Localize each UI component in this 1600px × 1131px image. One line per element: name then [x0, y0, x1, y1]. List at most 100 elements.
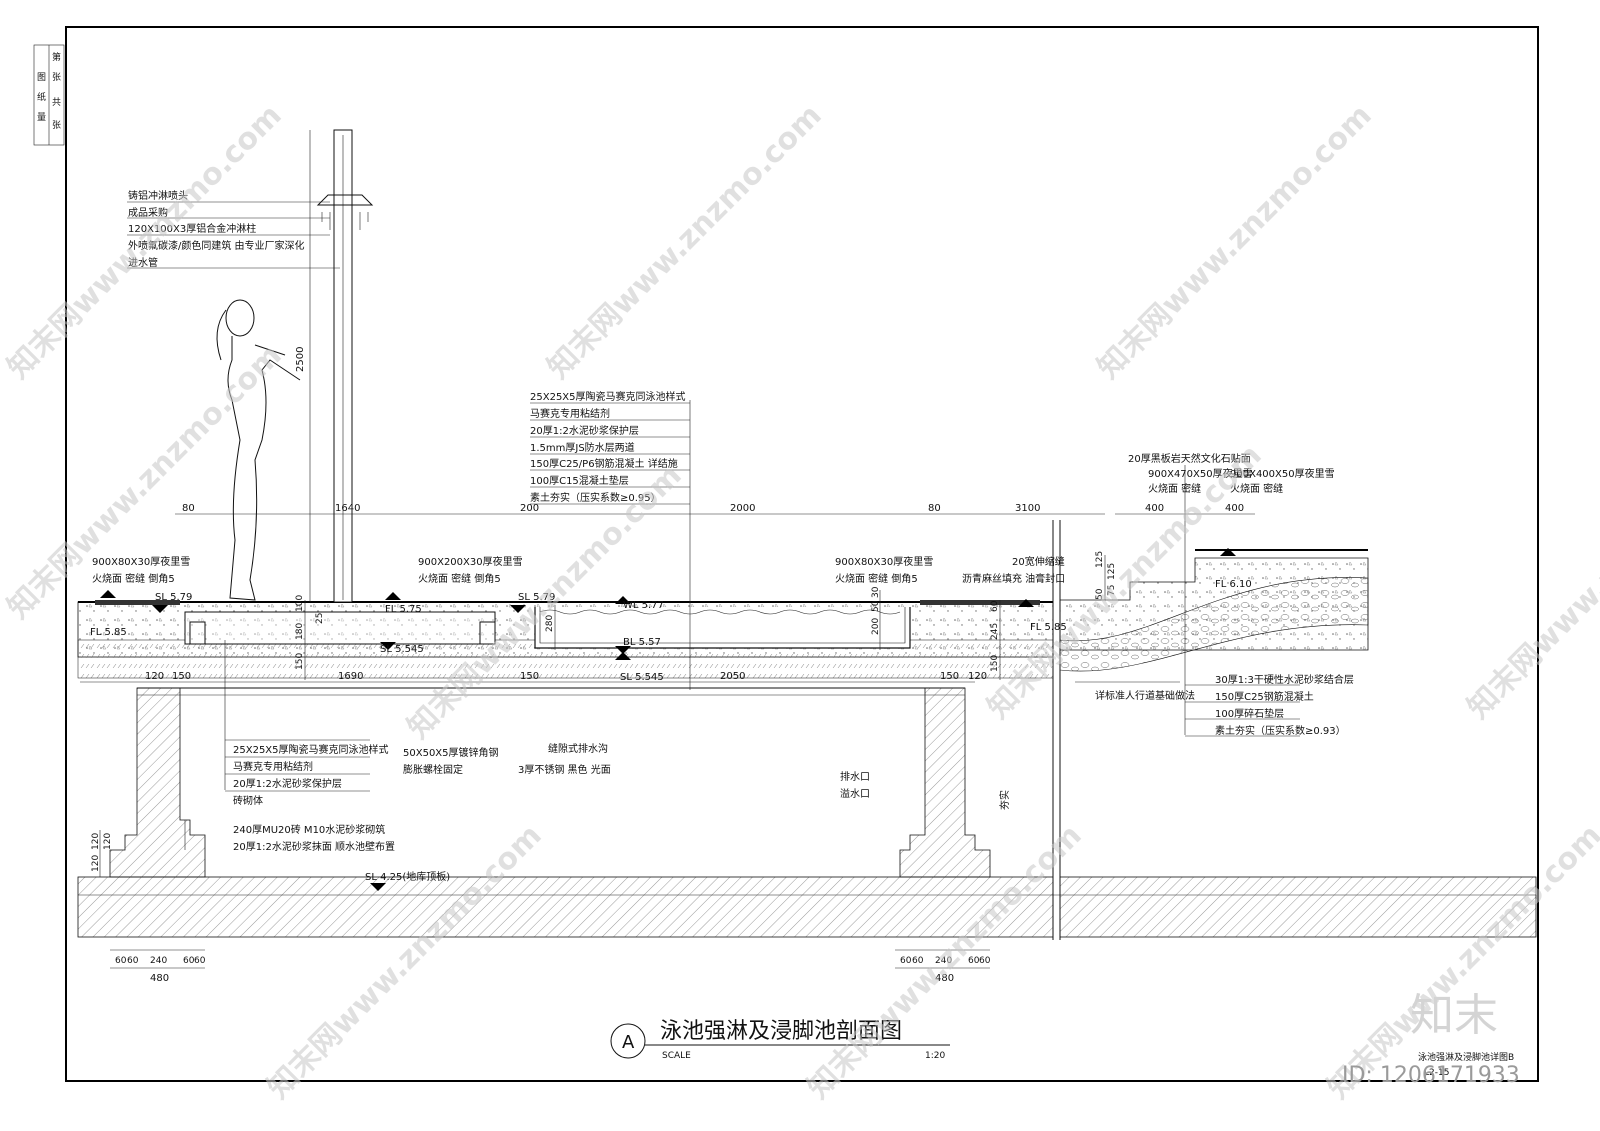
- footbath-pool: [534, 607, 911, 649]
- brand-logo: 知末: [1410, 990, 1498, 1041]
- dim: 60: [912, 956, 924, 966]
- note: 排水口: [840, 770, 870, 783]
- dimensions-bottom-right: 60 60 240 60 60 480: [900, 956, 991, 984]
- title-block-label: 张: [52, 72, 61, 83]
- dim: 120: [91, 855, 101, 872]
- dim: 80: [928, 503, 941, 514]
- dim: 200: [871, 618, 881, 635]
- note: 马赛克专用粘结剂: [530, 407, 610, 420]
- dimension-lines: [80, 130, 1255, 969]
- note: 20宽伸缩缝: [1012, 555, 1065, 568]
- dim: 150: [520, 671, 539, 682]
- base-slab-right: [1059, 876, 1537, 938]
- dim: 60: [127, 956, 139, 966]
- title-block-label: 纸: [37, 91, 46, 103]
- right-notes-top: 20厚黑板岩天然文化石贴面 900X470X50厚夜里雪 火烧面 密缝 900X…: [1128, 452, 1335, 495]
- drawing-title: 泳池强淋及浸脚池剖面图: [660, 1019, 902, 1044]
- dim: 2500: [295, 347, 306, 372]
- scale-label: SCALE: [662, 1051, 691, 1061]
- svg-text:知末网www.znzmo.com: 知末网www.znzmo.com: [1461, 438, 1600, 726]
- note: 3厚不锈钢 黑色 光面: [518, 763, 611, 776]
- title-block: 第 张 共 张 图 纸 量: [33, 44, 65, 146]
- dim: 120: [145, 671, 164, 682]
- note: 900X80X30厚夜里雪: [835, 555, 933, 568]
- dim: 150: [990, 655, 1000, 672]
- note: 火烧面 密缝: [1148, 482, 1201, 495]
- note: 100厚碎石垫层: [1215, 707, 1284, 720]
- level: SL 4.25(地库顶板): [365, 870, 450, 883]
- note: 素土夯实（压实系数≥0.93）: [1215, 724, 1346, 737]
- dim: 120: [968, 671, 987, 682]
- dimensions-top: 80 1640 200 2000 80 3100 400 400: [182, 503, 1244, 514]
- sheet-code: L2-15: [1424, 1068, 1449, 1078]
- level: FL 5.75: [385, 604, 422, 615]
- dim: 280: [545, 615, 555, 632]
- dim: 180: [295, 623, 305, 640]
- note: 1.5mm厚JS防水层两道: [530, 441, 635, 454]
- level: SL 5.545: [380, 644, 424, 655]
- ref-circle: [610, 1023, 646, 1059]
- right-notes-bottom: 30厚1:3干硬性水泥砂浆结合层 150厚C25钢筋混凝土 100厚碎石垫层 素…: [1095, 673, 1354, 737]
- dim: 80: [182, 503, 195, 514]
- level: FL 5.85: [1030, 622, 1067, 633]
- note: 900X470X50厚夜里雪: [1148, 467, 1253, 480]
- level: SL 5.79: [155, 592, 192, 603]
- note: 马赛克专用粘结剂: [233, 760, 313, 773]
- dim: 200: [520, 503, 539, 514]
- scale-value: 1:20: [925, 1051, 945, 1061]
- dim: 60: [194, 956, 206, 966]
- base-slab: [77, 876, 1054, 938]
- dim: 150: [172, 671, 191, 682]
- right-wall: [899, 687, 991, 878]
- left-wall: [109, 687, 206, 878]
- drain-left: [189, 621, 206, 645]
- title-block-label: 量: [37, 112, 46, 123]
- note: 缝隙式排水沟: [548, 742, 608, 755]
- note: 25X25X5厚陶瓷马赛克同泳池样式: [233, 743, 389, 756]
- dim: 2000: [730, 503, 755, 514]
- note: 100厚C15混凝土垫层: [530, 474, 629, 487]
- title-block-label: 共: [52, 97, 61, 108]
- dim: 480: [150, 973, 169, 984]
- note: 120X100X3厚铝合金冲淋柱: [128, 222, 256, 235]
- svg-text:知末网www.znzmo.com: 知末网www.znzmo.com: [541, 98, 829, 386]
- dim: 125: [1107, 563, 1117, 580]
- note: 30厚1:3干硬性水泥砂浆结合层: [1215, 673, 1354, 686]
- dim: 60: [900, 956, 912, 966]
- sheet-border: [65, 26, 1539, 1082]
- shower-head: [316, 194, 374, 206]
- note: 火烧面 密缝 倒角5: [92, 572, 175, 585]
- note: 20厚1:2水泥砂浆保护层: [233, 777, 342, 790]
- dim: 150: [940, 671, 959, 682]
- dim: 50: [871, 600, 881, 612]
- dim: 400: [1225, 503, 1244, 514]
- water-surface: [539, 609, 901, 615]
- svg-text:知末网www.znzmo.com: 知末网www.znzmo.com: [1091, 98, 1379, 386]
- level: FL 5.85: [90, 627, 127, 638]
- level: FL 6.10: [1215, 579, 1252, 590]
- dim: 2050: [720, 671, 745, 682]
- drawing-title-block: A 泳池强淋及浸脚池剖面图 SCALE 1:20 泳池强淋及浸脚池详图B L2-…: [610, 1019, 1514, 1078]
- id-label: ID: 1206171933: [1342, 1063, 1520, 1088]
- note: 900X80X30厚夜里雪: [92, 555, 190, 568]
- ref-letter: A: [622, 1032, 635, 1053]
- svg-text:知末网www.znzmo.com: 知末网www.znzmo.com: [261, 818, 549, 1106]
- dim: 125: [1095, 551, 1105, 568]
- level: SL 5.79: [518, 592, 555, 603]
- dim: 245: [990, 623, 1000, 640]
- note: 外喷氟碳漆/颜色同建筑 由专业厂家深化: [128, 239, 305, 252]
- note: 20厚1:2水泥砂浆抹面 顺水池壁布置: [233, 840, 395, 853]
- dim: 240: [150, 956, 167, 966]
- note: 夯实: [998, 790, 1011, 810]
- dimensions-bottom-left: 60 60 240 60 60 480: [115, 956, 206, 984]
- dim: 3100: [1015, 503, 1040, 514]
- note: 成品采购: [128, 206, 168, 219]
- note: 20厚黑板岩天然文化石贴面: [1128, 452, 1251, 465]
- dim: 100: [295, 595, 305, 612]
- note: 铸铝冲淋喷头: [128, 189, 188, 202]
- title-block-label: 张: [52, 120, 61, 131]
- note: 进水管: [128, 256, 158, 269]
- note: 50X50X5厚镀锌角钢: [403, 746, 499, 759]
- dim: 25: [315, 613, 325, 624]
